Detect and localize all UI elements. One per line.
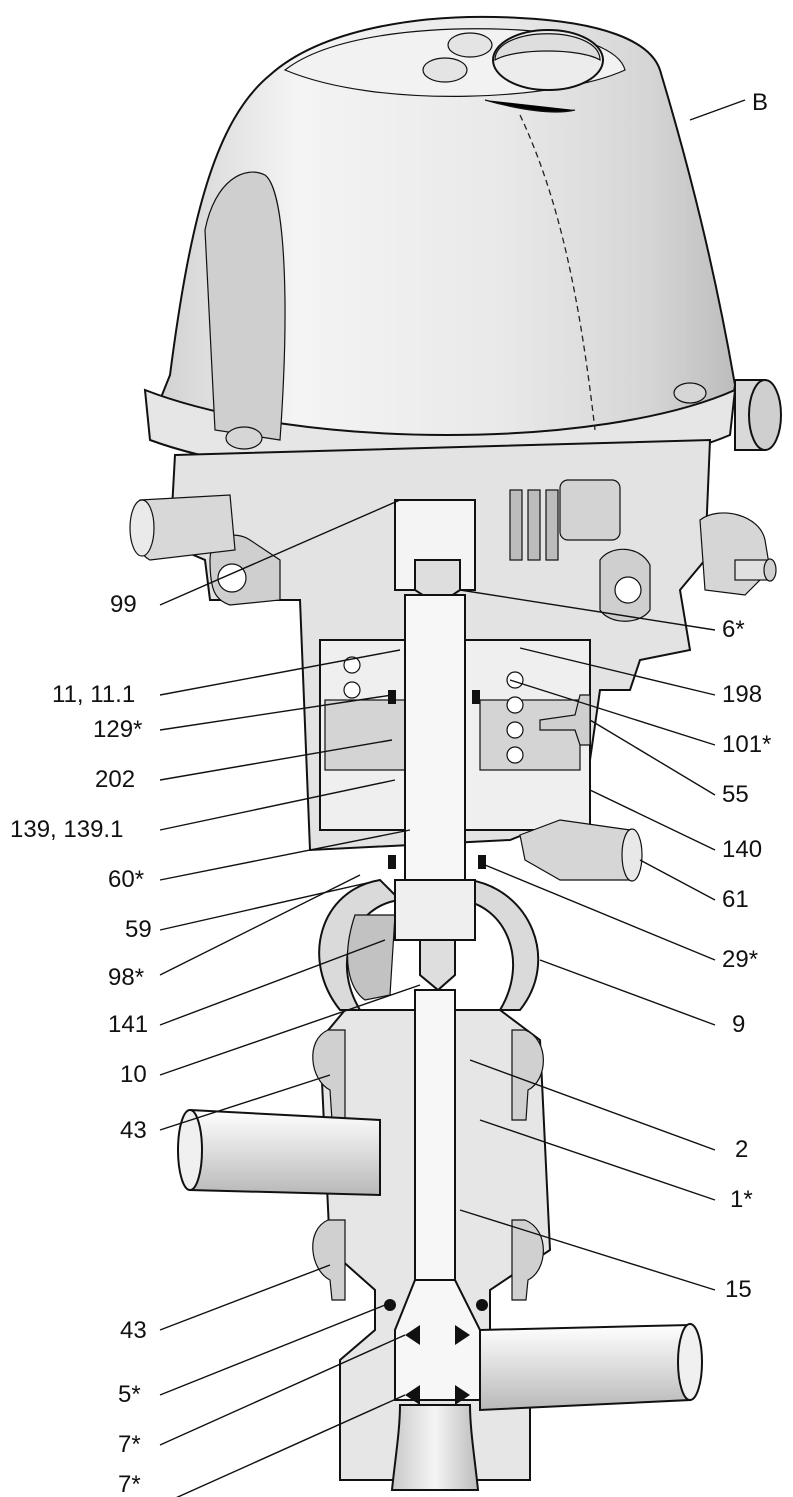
label-55: 55 bbox=[722, 781, 749, 808]
label-198: 198 bbox=[722, 681, 762, 708]
label-5: 5* bbox=[118, 1381, 141, 1408]
label-59: 59 bbox=[125, 916, 152, 943]
screw-left bbox=[225, 426, 263, 450]
pipe-bottom bbox=[390, 1404, 480, 1491]
label-101: 101* bbox=[722, 731, 771, 758]
pipe-right bbox=[479, 1323, 703, 1412]
label-2: 2 bbox=[735, 1136, 748, 1163]
label-43-upper: 43 bbox=[120, 1117, 147, 1144]
label-98: 98* bbox=[108, 964, 144, 991]
label-B: B bbox=[752, 89, 768, 116]
label-43-lower: 43 bbox=[120, 1317, 147, 1344]
label-7-lower: 7* bbox=[118, 1471, 141, 1497]
label-129: 129* bbox=[93, 716, 142, 743]
pipe-left bbox=[177, 1108, 381, 1197]
label-61: 61 bbox=[722, 886, 749, 913]
label-10: 10 bbox=[120, 1061, 147, 1088]
label-6: 6* bbox=[722, 616, 745, 643]
leader-lines bbox=[159, 99, 746, 1497]
label-60: 60* bbox=[108, 866, 144, 893]
label-15: 15 bbox=[725, 1276, 752, 1303]
label-1: 1* bbox=[730, 1186, 753, 1213]
label-99: 99 bbox=[110, 591, 137, 618]
label-29: 29* bbox=[722, 946, 758, 973]
label-9: 9 bbox=[732, 1011, 745, 1038]
label-11: 11, 11.1 bbox=[52, 681, 135, 708]
label-140: 140 bbox=[722, 836, 762, 863]
label-139: 139, 139.1 bbox=[10, 816, 123, 843]
control-head bbox=[143, 15, 737, 480]
cable-gland bbox=[734, 379, 782, 451]
label-7-upper: 7* bbox=[118, 1431, 141, 1458]
valve-stem bbox=[384, 499, 488, 1405]
label-141: 141 bbox=[108, 1011, 148, 1038]
screw-right bbox=[673, 382, 707, 404]
label-202: 202 bbox=[95, 766, 135, 793]
yoke-ring bbox=[318, 878, 540, 1011]
part-labels: B 99 11, 11.1 129* 202 139, 139.1 60* 59… bbox=[10, 89, 771, 1497]
